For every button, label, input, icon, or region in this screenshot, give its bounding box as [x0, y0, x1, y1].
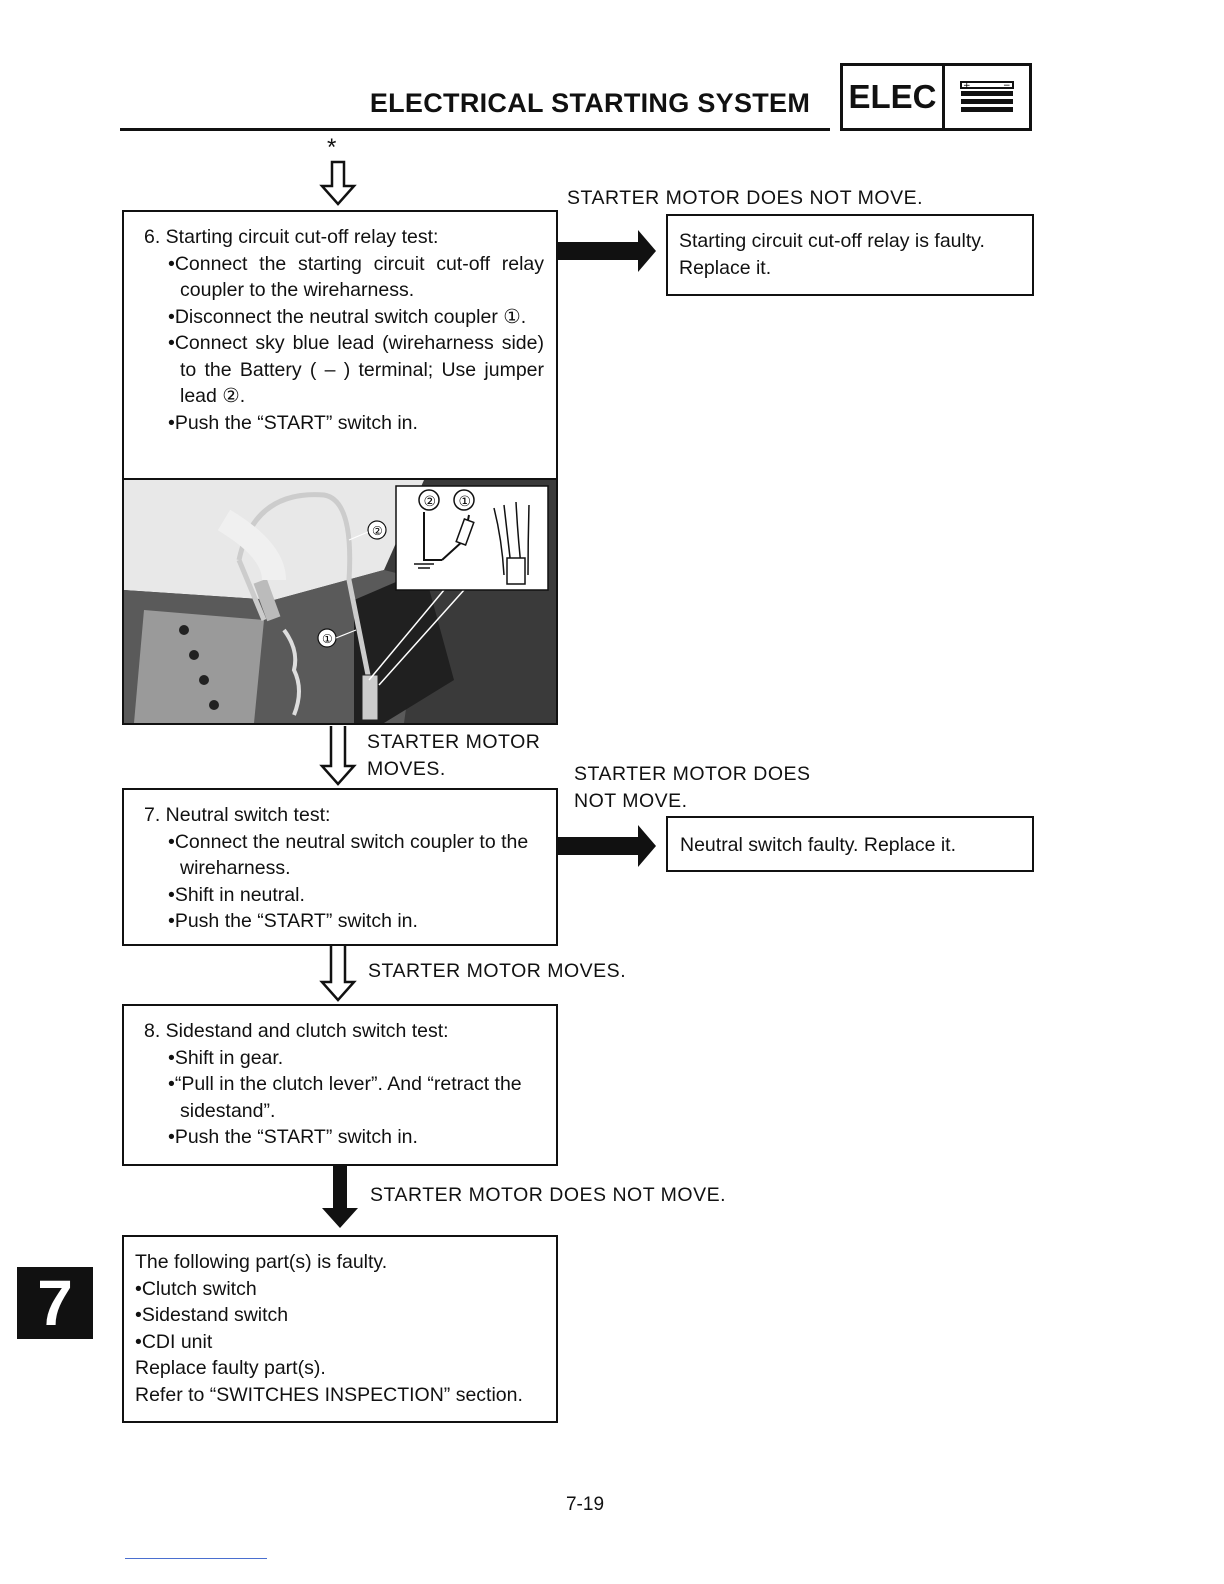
step-7-bullet-2: •Shift in neutral. — [168, 883, 305, 906]
step-7-bullet-1: •Connect the neutral switch coupler to t… — [168, 830, 529, 880]
step-8-box: 8. Sidestand and clutch switch test: •Sh… — [122, 1004, 558, 1166]
faulty-part-sidestand-switch: •Sidestand switch — [135, 1304, 289, 1326]
page-number: 7-19 — [565, 1494, 605, 1515]
step-7-heading: 7. Neutral switch test: — [144, 804, 331, 826]
battery-icon: + − — [960, 81, 1014, 112]
step-6-box: 6. Starting circuit cut-off relay test: … — [122, 210, 558, 480]
header-rule — [120, 128, 830, 131]
right-arrow — [556, 230, 656, 272]
step-7-result-box: Neutral switch faulty. Replace it. — [666, 816, 1034, 872]
callout-2-inset-text: ② — [424, 494, 437, 510]
faulty-part-clutch-switch: •Clutch switch — [135, 1277, 257, 1300]
wiring-photo: ② ① ② ① — [122, 478, 558, 725]
callout-1-photo-text: ① — [322, 632, 333, 646]
step-6-bullet-3: •Connect sky blue lead (wireharness side… — [168, 332, 544, 407]
callout-1-inset-text: ① — [459, 494, 472, 510]
section-badge: ELEC + − — [840, 63, 1032, 131]
section-label: ELEC — [843, 66, 945, 128]
step-7-yes-label: STARTER MOTOR MOVES. — [368, 960, 627, 982]
step-7-box: 7. Neutral switch test: •Connect the neu… — [122, 788, 558, 946]
outline-down-arrow — [319, 726, 357, 786]
step-6-bullet-1: •Connect the starting circuit cut-off re… — [168, 252, 544, 302]
page-title: ELECTRICAL STARTING SYSTEM — [369, 88, 811, 118]
step-8-no-label: STARTER MOTOR DOES NOT MOVE. — [370, 1184, 727, 1206]
step-6-result-text: Starting circuit cut-off relay is faulty… — [679, 230, 985, 279]
step-6-bullet-2: •Disconnect the neutral switch coupler ①… — [168, 305, 527, 328]
solid-down-arrow — [322, 1164, 358, 1228]
svg-text:+: + — [963, 81, 971, 91]
chapter-tab: 7 — [17, 1267, 93, 1339]
step-6-result-box: Starting circuit cut-off relay is faulty… — [666, 214, 1034, 296]
svg-text:−: − — [1003, 81, 1011, 91]
footer-rule — [125, 1558, 267, 1559]
step-6-bullet-4: •Push the “START” switch in. — [168, 411, 418, 434]
step-7-result-text: Neutral switch faulty. Replace it. — [680, 834, 956, 856]
step-7-bullet-3: •Push the “START” switch in. — [168, 910, 418, 932]
wiring-illustration: ② ① ② ① — [124, 480, 556, 723]
step-8-heading: 8. Sidestand and clutch switch test: — [144, 1020, 449, 1042]
step-8-bullet-2: •“Pull in the clutch lever”. And “retrac… — [168, 1073, 522, 1122]
faulty-part-cdi-unit: •CDI unit — [135, 1330, 213, 1353]
final-result-line-3: Refer to “SWITCHES INSPECTION” section. — [135, 1383, 523, 1406]
step-8-bullet-1: •Shift in gear. — [168, 1046, 284, 1069]
step-8-bullet-3: •Push the “START” switch in. — [168, 1126, 418, 1148]
outline-down-arrow — [319, 160, 357, 206]
right-arrow — [556, 825, 656, 867]
step-7-no-label: STARTER MOTOR DOES NOT MOVE. — [574, 763, 811, 812]
step-6-yes-label: STARTER MOTOR MOVES. — [367, 731, 541, 780]
continuation-marker: * — [327, 134, 337, 161]
callout-2-photo-text: ② — [372, 524, 383, 538]
step-6-no-label: STARTER MOTOR DOES NOT MOVE. — [567, 187, 924, 209]
final-result-line-1: The following part(s) is faulty. — [135, 1251, 388, 1273]
step-6-heading: 6. Starting circuit cut-off relay test: — [144, 226, 439, 248]
final-result-box: The following part(s) is faulty. •Clutch… — [122, 1235, 558, 1423]
final-result-line-2: Replace faulty part(s). — [135, 1357, 326, 1379]
outline-down-arrow — [319, 946, 357, 1002]
